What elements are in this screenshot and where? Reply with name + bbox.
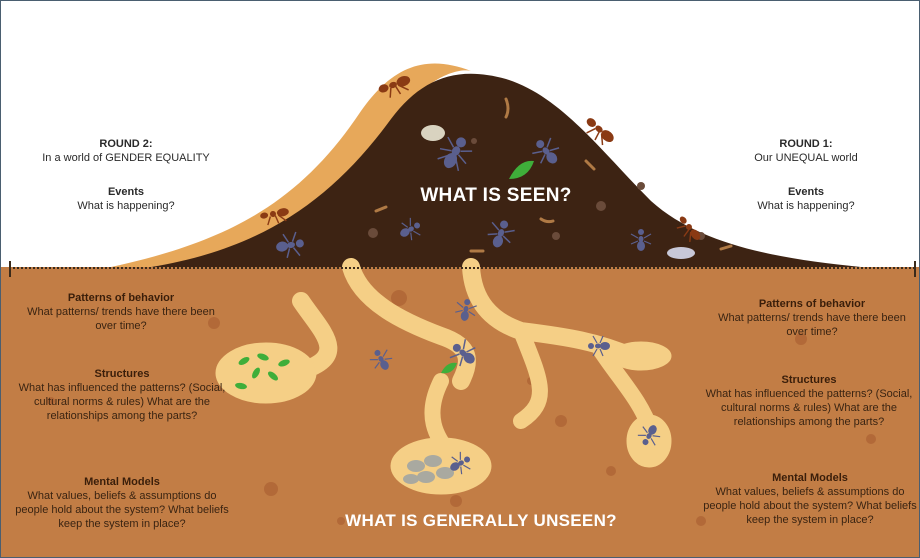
round1-heading: ROUND 1: bbox=[701, 137, 911, 151]
round2-subtitle: In a world of GENDER EQUALITY bbox=[42, 152, 210, 164]
round2-header: ROUND 2: In a world of GENDER EQUALITY bbox=[21, 137, 231, 165]
mental-models-question: What values, beliefs & assumptions do pe… bbox=[703, 486, 916, 526]
unseen-label: WHAT IS GENERALLY UNSEEN? bbox=[311, 511, 651, 531]
events-left: Events What is happening? bbox=[21, 185, 231, 213]
structures-heading: Structures bbox=[11, 367, 233, 381]
structures-question: What has influenced the patterns? (Socia… bbox=[19, 382, 226, 422]
mental-models-right: Mental Models What values, beliefs & ass… bbox=[703, 471, 917, 527]
patterns-question: What patterns/ trends have there been ov… bbox=[718, 312, 906, 338]
structures-heading: Structures bbox=[701, 373, 917, 387]
round1-subtitle: Our UNEQUAL world bbox=[754, 152, 858, 164]
events-heading: Events bbox=[701, 185, 911, 199]
patterns-heading: Patterns of behavior bbox=[707, 297, 917, 311]
patterns-left: Patterns of behavior What patterns/ tren… bbox=[15, 291, 227, 333]
structures-right: Structures What has influenced the patte… bbox=[701, 373, 917, 429]
seed-icon bbox=[421, 125, 445, 141]
mental-models-left: Mental Models What values, beliefs & ass… bbox=[13, 475, 231, 531]
mental-models-heading: Mental Models bbox=[13, 475, 231, 489]
events-heading: Events bbox=[21, 185, 231, 199]
round2-heading: ROUND 2: bbox=[21, 137, 231, 151]
events-question: What is happening? bbox=[77, 200, 174, 212]
structures-left: Structures What has influenced the patte… bbox=[11, 367, 233, 423]
structures-question: What has influenced the patterns? (Socia… bbox=[706, 388, 913, 428]
events-question: What is happening? bbox=[757, 200, 854, 212]
patterns-question: What patterns/ trends have there been ov… bbox=[27, 306, 215, 332]
mental-models-question: What values, beliefs & assumptions do pe… bbox=[15, 490, 228, 530]
mental-models-heading: Mental Models bbox=[703, 471, 917, 485]
round1-header: ROUND 1: Our UNEQUAL world bbox=[701, 137, 911, 165]
seed-icon bbox=[667, 247, 695, 259]
patterns-heading: Patterns of behavior bbox=[15, 291, 227, 305]
events-right: Events What is happening? bbox=[701, 185, 911, 213]
seen-label: WHAT IS SEEN? bbox=[381, 185, 611, 207]
patterns-right: Patterns of behavior What patterns/ tren… bbox=[707, 297, 917, 339]
